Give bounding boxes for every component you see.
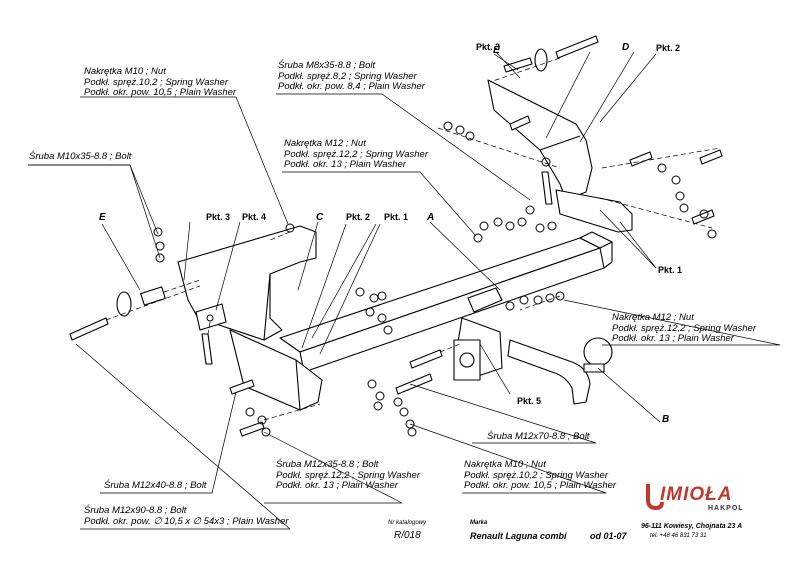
nuts-and-washers (153, 121, 717, 437)
letter-a: A (427, 212, 435, 223)
label-bolt-m12x40: Śruba M12x40-8.8 ; Bolt (104, 480, 207, 491)
brand-logo-text: IMIOŁA (660, 484, 733, 505)
tag-pkt1-mid: Pkt. 1 (384, 212, 409, 222)
label-bolt-m12x70: Śruba M12x70-8.8 ; Bolt (487, 431, 590, 442)
tag-pkt1-right: Pkt. 1 (658, 265, 683, 275)
company-address: 96-111 Kowiesy, Chojnata 23 A (641, 523, 743, 530)
company-phone: tel. +48 46 831 73 31 (650, 533, 707, 539)
label-bolt-m10x35: Śruba M10x35-8.8 ; Bolt (29, 151, 132, 162)
brand-heading: Marka (470, 520, 488, 526)
spacer-plates (116, 48, 548, 331)
letter-b: B (662, 414, 670, 425)
leader-lines (28, 51, 781, 530)
tag-pkt2-mid: Pkt. 2 (346, 212, 371, 222)
tag-pkt4: Pkt. 4 (242, 212, 267, 222)
tag-pkt5: Pkt. 5 (517, 396, 542, 406)
tag-pkt3-top: Pkt. 3 (476, 42, 501, 52)
tag-pkt3-left: Pkt. 3 (206, 212, 231, 222)
hook-logo-icon (646, 484, 664, 511)
socket-plate (453, 339, 481, 381)
bracket-right (487, 79, 633, 233)
letter-d: D (622, 42, 630, 53)
tag-pkt2-top: Pkt. 2 (656, 43, 681, 53)
vehicle-model: Renault Laguna combi (470, 531, 567, 541)
brand-logo-sub: HAKPOL (708, 505, 744, 512)
assembly-lines (105, 57, 721, 421)
letter-e-left: E (99, 212, 106, 223)
letter-e-top: E (493, 45, 500, 56)
crossbar-a (279, 231, 613, 373)
catalog-number: R/018 (394, 530, 421, 541)
catalog-heading: Nr katalogowy (388, 520, 427, 526)
model-date: od 01-07 (590, 531, 627, 541)
letter-c: C (316, 212, 324, 223)
